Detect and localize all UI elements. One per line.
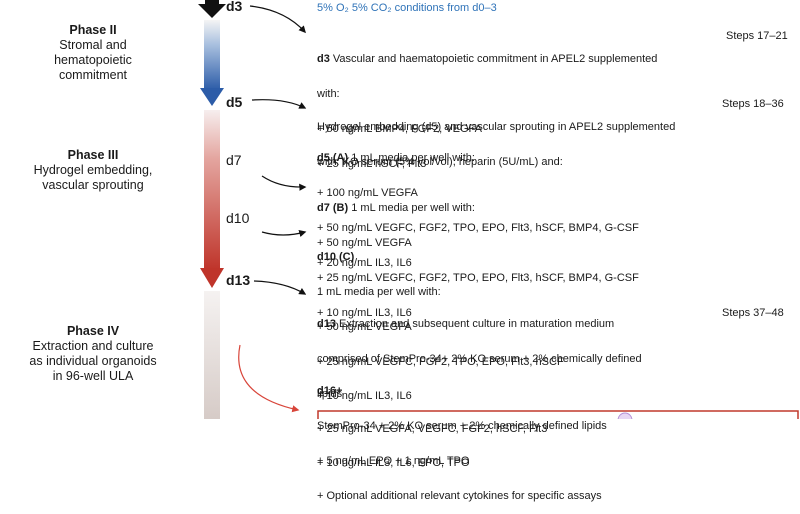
block-d5a-line-3: + 20 ng/mL IL3, IL6 — [317, 256, 412, 269]
block-d16-line-2: + 5 ng/mL EPO + 1 ng/mL TPO — [317, 454, 470, 467]
phase-4-desc-1: Extraction and culture — [32, 339, 154, 353]
block-d7b-line-1: + 50 ng/mL VEGFA — [317, 236, 412, 249]
block-d7b-line-3: + 10 ng/mL IL3, IL6 — [317, 306, 412, 319]
bottom-marker — [617, 412, 633, 419]
phase-3-desc-1: Hydrogel embedding, — [33, 163, 153, 177]
block-d10c-line-2: + 50 ng/mL VEGFA — [317, 320, 412, 333]
phase-2-label: Phase II Stromal and hematopoietic commi… — [8, 23, 178, 83]
block-d10c-line-3: + 25 ng/mL VEGFC, FGF2, TPO, EPO, Flt3, … — [317, 355, 564, 368]
arrow-d13 — [253, 280, 307, 295]
block-d13-line-2: lipids — [317, 387, 343, 400]
steps-18-36: Steps 18–36 — [722, 98, 784, 110]
phase-4-desc-3: in 96-well ULA — [52, 369, 134, 383]
phase-2-desc-3: commitment — [58, 68, 128, 82]
day-d5: d5 — [226, 94, 243, 110]
block-d5a: d5 (A) 1 mL media per well with: + 100 n… — [317, 130, 639, 281]
block-d5a-line-2: + 50 ng/mL VEGFC, FGF2, TPO, EPO, Flt3, … — [317, 221, 639, 234]
block-d13-head-rest: Extraction and subsequent culture in mat… — [335, 318, 615, 331]
block-d10c-head-bold: d10 (C) — [317, 251, 355, 264]
arrow-d10 — [261, 230, 307, 237]
phase-2-title: Phase II — [69, 23, 117, 37]
phase-4-label: Phase IV Extraction and culture as indiv… — [8, 324, 178, 384]
phase-4-bar — [204, 291, 220, 419]
block-d16-line-1: StemPro-34 + 2% KO serum + 2% chemically… — [317, 419, 607, 432]
block-d3: d3 Vascular and haematopoietic commitmen… — [317, 31, 657, 182]
block-d5a-line-1: + 100 ng/mL VEGFA — [317, 186, 418, 199]
arrow-d5 — [251, 99, 307, 109]
block-d13-line-1: comprised of StemPro-34+ 2% KO serum + 2… — [317, 352, 642, 365]
phase-2-bar — [200, 20, 224, 106]
block-d13-head-bold: d13 — [317, 318, 336, 331]
arrow-d3 — [249, 5, 306, 34]
day-d7: d7 — [226, 152, 242, 168]
phase-2-desc-1: Stromal and — [59, 38, 127, 52]
block-d10c: d10 (C) 1 mL media per well with: + 50 n… — [317, 229, 564, 415]
steps-17-21: Steps 17–21 — [726, 30, 788, 42]
phase-3-label: Phase III Hydrogel embedding, vascular s… — [8, 148, 178, 193]
phase-3-title: Phase III — [67, 148, 119, 162]
day-d10: d10 — [226, 210, 250, 226]
block-d5a-head-bold: d5 (A) — [317, 152, 349, 165]
phase-2-desc-2: hematopoietic — [54, 53, 132, 67]
block-d16: d16+ StemPro-34 + 2% KO serum + 2% chemi… — [317, 363, 607, 514]
block-d3-head-bold: d3 — [317, 53, 330, 66]
phase-4-title: Phase IV — [66, 324, 120, 338]
block-d3-line-3: + 25 ng/mL hSCF, Flt3 — [317, 157, 427, 170]
block-d7b: d7 (B) 1 mL media per well with: + 50 ng… — [317, 180, 639, 331]
block-d7b-head-bold: d7 (B) — [317, 202, 349, 215]
phase-3-desc-2: vascular sprouting — [42, 178, 144, 192]
block-d5-intro-line-1: Hydrogel embedding (d5) and vascular spr… — [317, 121, 676, 134]
flow-graphics — [198, 0, 799, 419]
block-d10c-line-4: + 10 ng/mL IL3, IL6 — [317, 390, 412, 403]
block-d10c-line-1: 1 mL media per well with: — [317, 285, 441, 298]
bottom-box — [317, 410, 799, 419]
day-d3: d3 — [226, 0, 243, 14]
arrow-d16 — [238, 344, 300, 413]
block-d5a-head-rest: 1 mL media per well with: — [348, 152, 475, 165]
phase-3-bar — [200, 110, 224, 288]
block-d7b-line-2: + 25 ng/mL VEGFC, FGF2, TPO, EPO, Flt3, … — [317, 271, 639, 284]
day-d13: d13 — [226, 272, 251, 288]
block-d3-head-rest: Vascular and haematopoietic commitment i… — [329, 53, 658, 66]
block-d5-intro: Hydrogel embedding (d5) and vascular spr… — [317, 99, 675, 180]
block-d16-line-3: + Optional additional relevant cytokines… — [317, 489, 602, 502]
oxygen-note: 5% O₂ 5% CO₂ conditions from d0–3 — [317, 2, 497, 14]
phase-4-desc-2: as individual organoids — [29, 354, 157, 368]
top-arrow — [198, 0, 226, 18]
steps-37-48: Steps 37–48 — [722, 307, 784, 319]
block-d7b-head-rest: 1 mL media per well with: — [348, 202, 475, 215]
arrow-d7 — [261, 175, 307, 191]
block-d3-line-2: + 50 ng/mL BMP4, FGF2, VEGFA — [317, 122, 482, 135]
block-d3-line-1: with: — [317, 87, 340, 100]
block-d5-intro-line-2: with: KO serum (5% vol/vol), heparin (5U… — [317, 155, 563, 168]
block-d16-head-bold: d16+ — [317, 385, 343, 398]
